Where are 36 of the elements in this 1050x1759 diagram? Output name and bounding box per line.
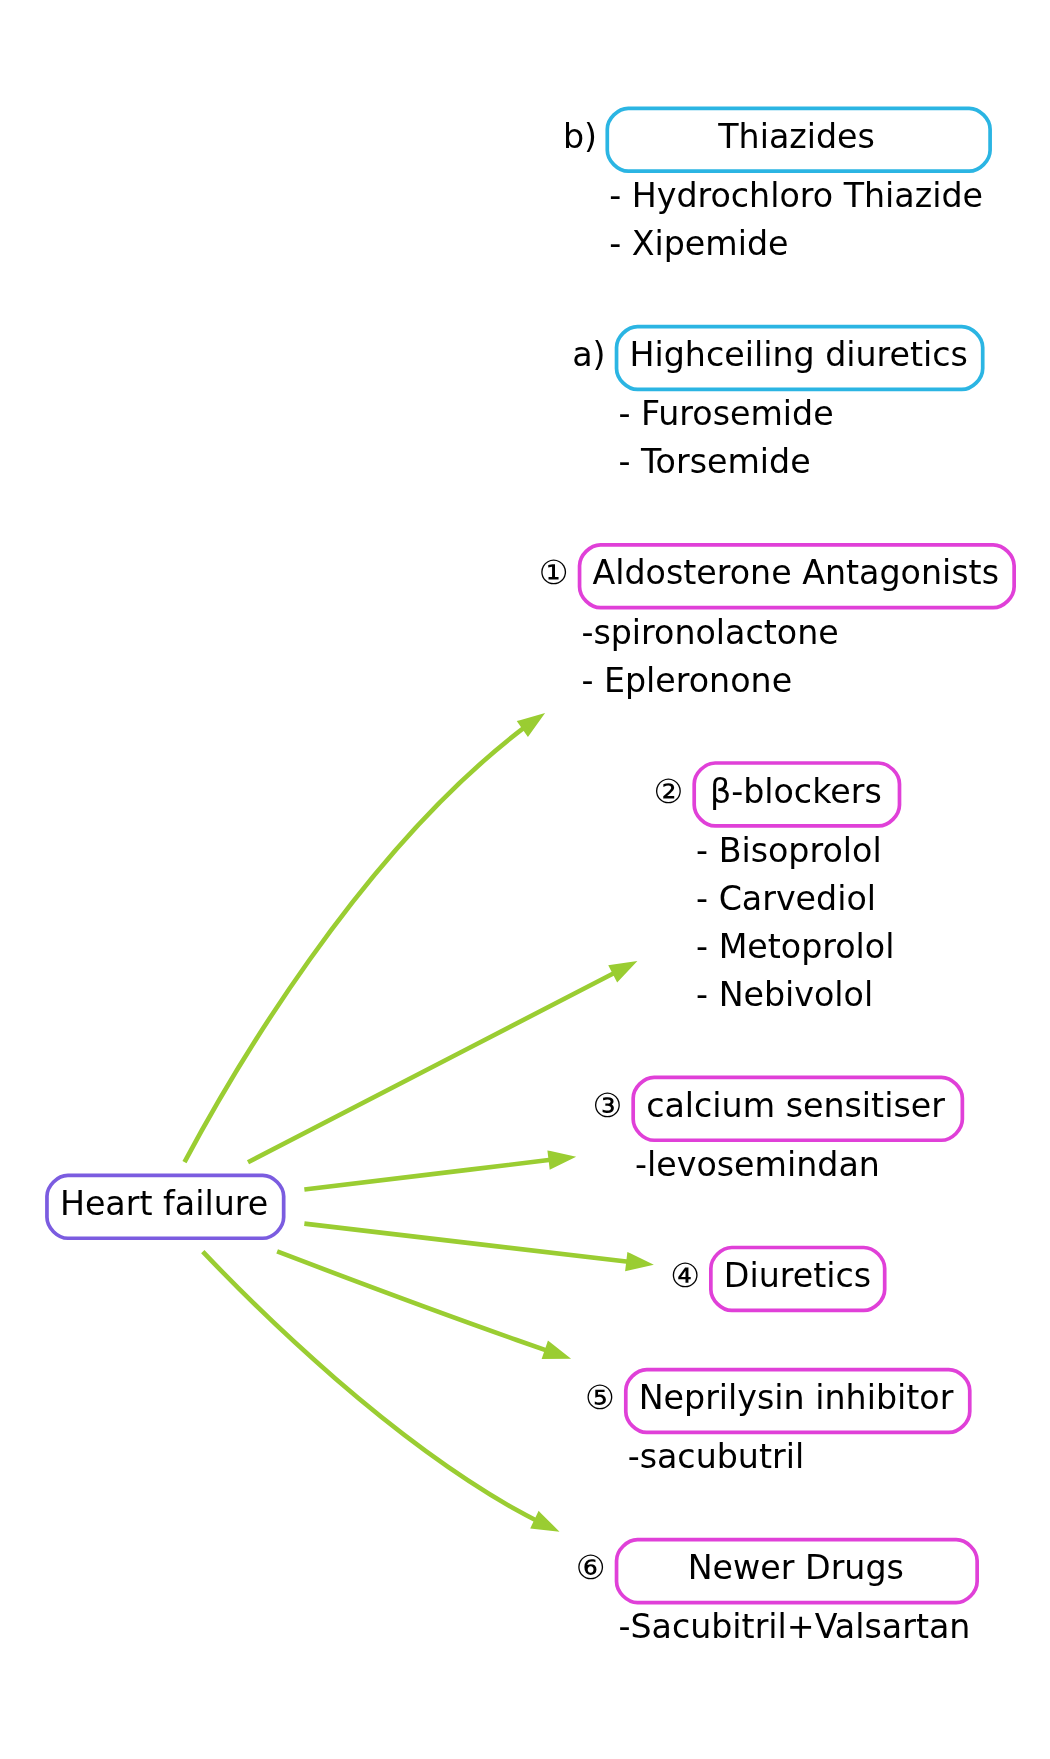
node-box: calcium sensitiser (631, 1075, 965, 1143)
node-label: - Carvediol (696, 878, 877, 918)
node-label: ① (538, 553, 569, 593)
node-label: - Metoprolol (696, 926, 895, 966)
node-label: ④ (670, 1256, 700, 1296)
node-box: β-blockers (692, 761, 902, 828)
node-label: ⑤ (585, 1378, 615, 1418)
arrow (201, 1250, 560, 1532)
node-label: -Sacubitril+Valsartan (618, 1607, 971, 1647)
node-label: -sacubutril (627, 1437, 805, 1477)
node-box: Aldosterone Antagonists (577, 542, 1016, 610)
node-label: ⑥ (575, 1548, 606, 1588)
arrow (304, 1150, 577, 1192)
node-label: -spironolactone (581, 612, 839, 652)
node-label: a) (572, 335, 606, 375)
arrow (246, 961, 638, 1165)
node-box: Neprilysin inhibitor (623, 1367, 972, 1435)
node-label: -levosemindan (635, 1145, 880, 1185)
node-label: - Nebivolol (696, 974, 874, 1014)
node-box: Heart failure (45, 1173, 286, 1241)
node-label: - Xipemide (609, 224, 789, 264)
node-label: - Epleronone (581, 660, 793, 700)
arrow (182, 713, 546, 1164)
node-label: - Furosemide (618, 394, 834, 434)
node-box: Diuretics (709, 1245, 887, 1313)
node-label: b) (562, 116, 598, 156)
node-box: Highceiling diuretics (614, 324, 985, 392)
node-box: Thiazides (605, 106, 992, 174)
node-label: - Hydrochloro Thiazide (609, 176, 983, 216)
arrow (276, 1249, 572, 1359)
node-label: ② (653, 771, 684, 811)
node-label: - Bisoprolol (696, 830, 882, 870)
node-box: Newer Drugs (614, 1537, 979, 1605)
node-label: - Torsemide (618, 442, 811, 482)
arrow (304, 1221, 654, 1272)
node-label: ③ (592, 1085, 623, 1125)
